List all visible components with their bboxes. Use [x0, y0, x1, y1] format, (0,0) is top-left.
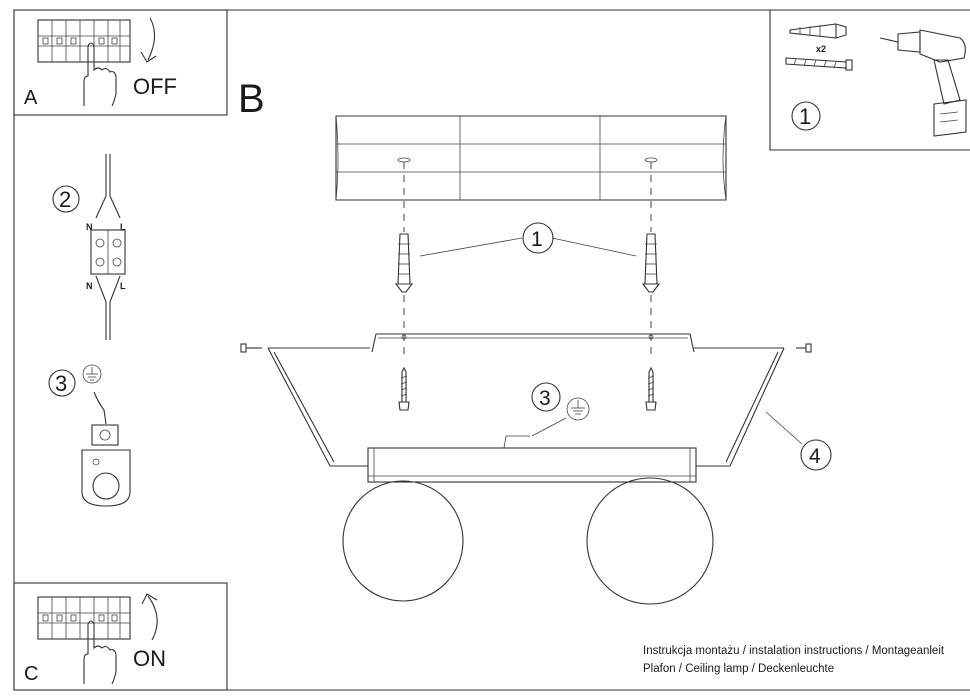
lamp-frame — [267, 347, 785, 467]
off-label: OFF — [133, 74, 177, 99]
callout-3-badge — [531, 382, 561, 412]
footer-instructions: Instrukcja montażu / instalation instruc… — [643, 645, 945, 657]
anchor-quantity: x2 — [816, 44, 826, 54]
lamp-cable — [95, 275, 121, 340]
ground-wire — [93, 391, 107, 425]
footer: Instrukcja montażu / instalation instruc… — [643, 645, 945, 675]
screw-icon — [785, 57, 853, 71]
side-screw-right-icon — [796, 343, 812, 353]
terminal-label-l-top: L — [120, 222, 126, 232]
panel-c-power-on: C ON — [24, 593, 166, 685]
globe-shade-left — [342, 480, 464, 602]
panel-a-power-off: A OFF — [24, 17, 177, 109]
footer-product: Plafon / Ceiling lamp / Deckenleuchte — [643, 663, 834, 675]
wall-plug-right-icon — [641, 233, 661, 293]
callout-4-badge — [800, 439, 832, 471]
wall-plug-left-icon — [394, 233, 414, 293]
panel-c-letter: C — [24, 663, 38, 685]
hand-icon — [83, 620, 117, 685]
step-2-badge — [52, 185, 80, 213]
terminal-block-icon — [90, 229, 126, 275]
wall-anchor-icon — [789, 23, 847, 39]
ground-step: 3 — [48, 364, 131, 507]
screw-left-icon — [398, 366, 410, 411]
step-2-number: 2 — [59, 187, 71, 212]
lamp-body — [367, 435, 697, 483]
supply-cable — [95, 154, 121, 219]
callout-1-number: 1 — [531, 228, 543, 251]
on-label: ON — [133, 646, 166, 671]
callout-1-badge — [522, 222, 554, 254]
mounting-bracket — [371, 333, 695, 353]
hand-icon — [83, 42, 117, 107]
arrow-up-icon — [141, 593, 158, 641]
step-3-number: 3 — [55, 371, 67, 396]
terminal-label-n-top: N — [86, 222, 93, 232]
side-screw-left-icon — [240, 343, 262, 353]
panel-b-mounting: B — [238, 77, 832, 605]
panel-b-letter: B — [238, 77, 265, 121]
breaker-box-icon — [37, 596, 131, 640]
arrow-down-icon — [140, 17, 157, 63]
power-drill-icon — [879, 29, 967, 137]
step-1-number: 1 — [799, 104, 811, 129]
ceiling-block — [335, 115, 727, 201]
breaker-box-icon — [37, 19, 131, 63]
ground-clamp-icon — [81, 424, 131, 507]
screw-right-icon — [645, 366, 657, 411]
step-3-badge — [48, 369, 76, 397]
ground-symbol-icon — [566, 397, 590, 421]
callout-3-number: 3 — [539, 387, 551, 410]
terminal-label-l-bottom: L — [120, 281, 126, 291]
wiring-step: 2 N L N L — [52, 154, 126, 340]
tools-panel: x2 1 — [785, 23, 967, 137]
terminal-label-n-bottom: N — [86, 281, 93, 291]
callout-4-number: 4 — [809, 445, 821, 468]
globe-shade-right — [586, 477, 714, 605]
panel-a-letter: A — [24, 87, 38, 109]
ground-symbol-icon — [82, 364, 102, 384]
step-1-badge — [791, 101, 821, 131]
page-frame — [13, 9, 970, 691]
